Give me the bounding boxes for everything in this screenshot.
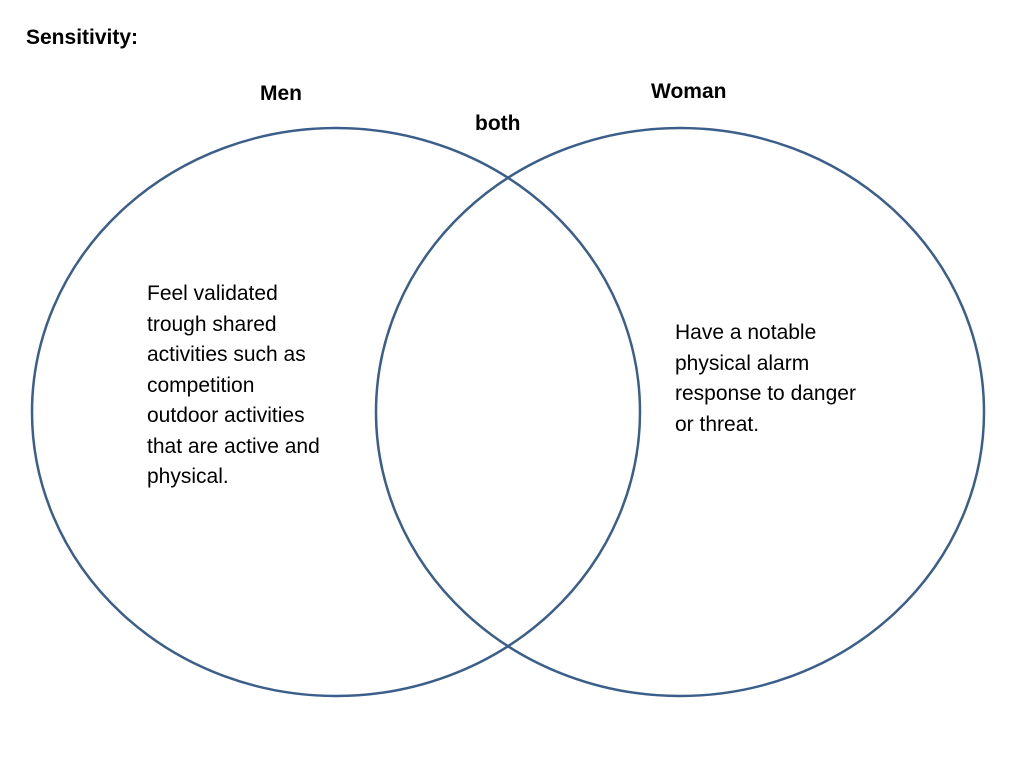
woman-region-text: Have a notable physical alarm response t… (675, 321, 856, 436)
page-title: Sensitivity: (26, 26, 139, 49)
both-label: both (475, 112, 521, 135)
men-region-text: Feel validated trough shared activities … (147, 282, 320, 488)
men-label: Men (260, 82, 302, 105)
men-circle (30, 126, 642, 698)
woman-label: Woman (651, 80, 727, 103)
woman-circle (374, 126, 986, 698)
